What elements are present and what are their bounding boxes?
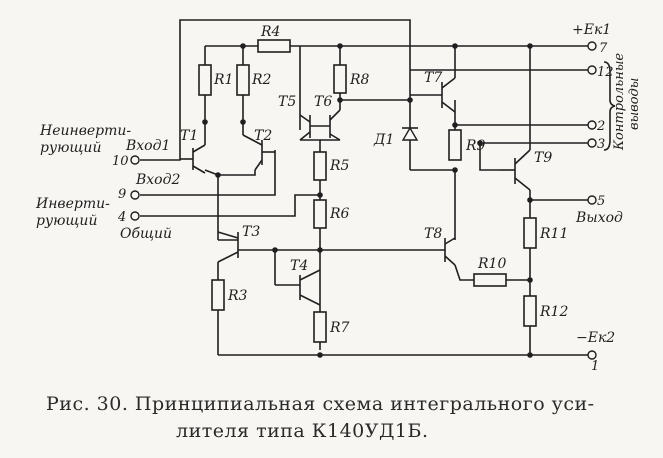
resistor-r4	[257, 39, 291, 53]
transistor-t4	[275, 269, 321, 306]
resistor-r9	[448, 129, 462, 161]
label-pin3: 3	[597, 137, 605, 152]
label-pin5: 5	[597, 194, 605, 209]
label-r11: R11	[539, 226, 568, 242]
terminal-pin2	[587, 120, 597, 130]
label-t1: T1	[180, 128, 198, 144]
label-r6: R6	[329, 206, 350, 222]
terminal-pin9	[130, 190, 140, 200]
label-r8: R8	[349, 72, 370, 88]
label-t4: T4	[290, 258, 308, 274]
terminal-pin4	[130, 211, 140, 221]
transistor-t5	[299, 114, 311, 141]
label-pin7: 7	[599, 41, 608, 56]
resistor-r6	[313, 199, 327, 229]
label-r3: R3	[227, 288, 248, 304]
caption-line1: Рис. 30. Принципиальная схема интегральн…	[46, 393, 595, 415]
label-pin9: 9	[118, 187, 126, 202]
terminal-pin7	[587, 41, 597, 51]
label-t3: T3	[242, 224, 260, 240]
label-inverting-1: Инверти-	[35, 196, 110, 212]
terminal-pin3	[587, 138, 597, 148]
label-pin4: 4	[117, 210, 126, 225]
resistor-r8	[333, 64, 347, 94]
label-t5: T5	[278, 94, 296, 110]
transistor-t8	[444, 237, 456, 266]
label-pin10: 10	[112, 154, 129, 169]
label-r2: R2	[251, 72, 272, 88]
resistor-r1	[198, 64, 212, 96]
diode-d1	[401, 126, 419, 141]
label-inverting-2: рующий	[36, 213, 97, 229]
caption-line2: лителя типа К140УД1Б.	[176, 420, 429, 442]
label-r5: R5	[329, 158, 350, 174]
label-input1: Вход1	[125, 138, 170, 154]
label-pin12: 12	[597, 65, 614, 80]
transistor-t3	[217, 231, 239, 263]
label-t7: T7	[424, 70, 442, 86]
junction-dots	[202, 43, 533, 358]
transistor-t1	[180, 130, 206, 174]
label-pin2: 2	[596, 119, 605, 134]
label-common: Общий	[120, 226, 172, 242]
resistors	[198, 39, 537, 343]
label-noninverting-2: рующий	[40, 140, 101, 156]
resistor-r12	[523, 295, 537, 327]
resistor-r7	[313, 311, 327, 343]
label-r7: R7	[329, 320, 350, 336]
label-r10: R10	[477, 256, 506, 272]
label-r9: R9	[465, 138, 486, 154]
terminal-pin10	[130, 155, 140, 165]
terminal-pin1	[587, 350, 597, 360]
label-r1: R1	[213, 72, 233, 88]
resistor-r3	[211, 279, 225, 311]
label-d1: Д1	[373, 132, 394, 148]
transistor-t2	[242, 130, 275, 171]
label-input2: Вход2	[135, 172, 180, 188]
terminal-pin5	[587, 195, 597, 205]
label-r12: R12	[539, 304, 568, 320]
label-control-1: Контрольные	[612, 53, 627, 151]
resistor-r10	[473, 273, 507, 287]
transistors	[180, 77, 531, 306]
transistor-t6	[310, 100, 341, 141]
label-control-2: выводы	[627, 78, 642, 130]
label-t8: T8	[424, 226, 442, 242]
label-t2: T2	[254, 128, 272, 144]
resistor-r5	[313, 151, 327, 181]
terminal-pin12	[587, 65, 597, 75]
label-output: Выход	[575, 210, 623, 226]
label-pin1: 1	[591, 359, 599, 374]
label-vplus: +Eк1	[572, 22, 611, 38]
wires	[140, 19, 588, 356]
transistor-t7	[410, 77, 456, 113]
control-brace	[603, 61, 616, 151]
transistor-t9	[500, 149, 531, 191]
figure-caption: Рис. 30. Принципиальная схема интегральн…	[46, 393, 595, 442]
component-labels: R4 R1 R2 R8 R5 R6 R3 R7 R9 R10 R11 R12 T…	[180, 24, 568, 336]
resistor-r2	[236, 64, 250, 96]
label-t9: T9	[534, 150, 552, 166]
label-t6: T6	[314, 94, 332, 110]
input-labels: Неинверти- рующий Вход1 10 Вход2 9 Инвер…	[35, 123, 180, 242]
terminals	[130, 41, 597, 360]
label-r4: R4	[260, 24, 280, 40]
label-vminus: −Eк2	[576, 330, 615, 346]
output-labels: +Eк1 7 12 2 3 5 Выход −Eк2 1 Контрольные…	[572, 22, 642, 374]
resistor-r11	[523, 217, 537, 249]
label-noninverting-1: Неинверти-	[39, 123, 131, 139]
